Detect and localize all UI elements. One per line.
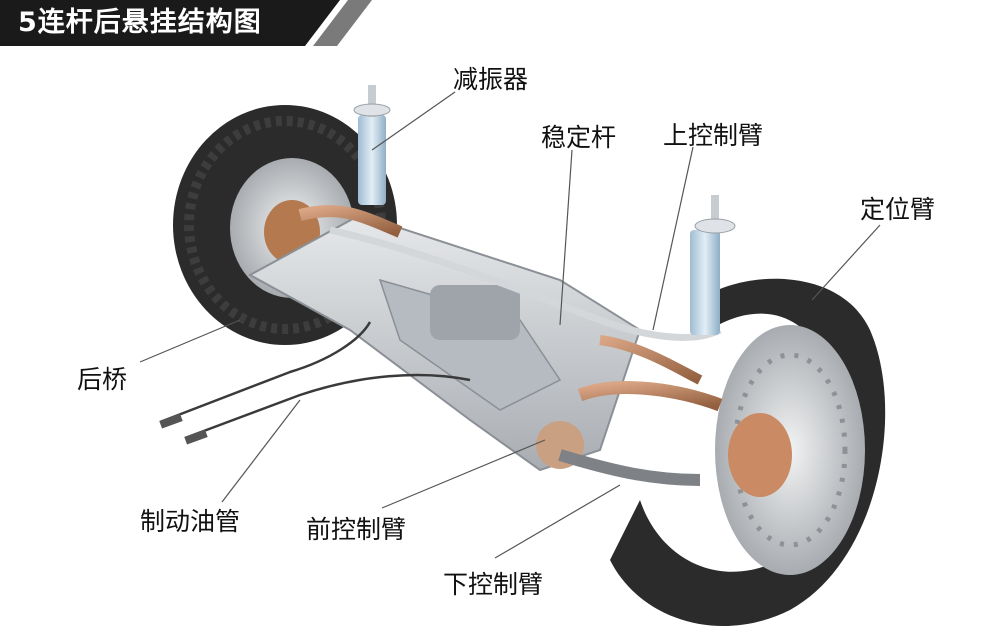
leader-trailing-arm	[811, 224, 881, 301]
control-arms	[298, 205, 723, 486]
label-upper-control-arm: 上控制臂	[663, 121, 764, 150]
label-stabilizer-bar: 稳定杆	[541, 123, 617, 152]
label-shock-absorber: 减振器	[453, 65, 529, 94]
label-lower-control-arm: 下控制臂	[443, 570, 544, 599]
label-brake-line: 制动油管	[140, 507, 241, 536]
rear-axle-subframe	[247, 213, 642, 472]
brake-lines	[159, 321, 471, 445]
right-shock-absorber	[690, 195, 736, 335]
leader-brake-line	[221, 399, 301, 503]
leader-front-control-arm	[381, 439, 546, 509]
leader-shock-absorber	[371, 91, 456, 151]
leader-lower-control-arm	[494, 484, 621, 559]
leader-rear-axle	[139, 319, 241, 363]
title-banner-shape	[0, 0, 372, 46]
left-shock-absorber	[353, 85, 391, 205]
leader-upper-control-arm	[652, 146, 694, 331]
leader-stabilizer-bar	[559, 149, 573, 326]
label-front-control-arm: 前控制臂	[306, 515, 407, 544]
page-title: 5连杆后悬挂结构图	[18, 7, 262, 38]
label-trailing-arm: 定位臂	[860, 195, 936, 224]
leader-lines	[139, 91, 881, 559]
label-rear-axle: 后桥	[77, 365, 128, 394]
title-banner: 5连杆后悬挂结构图	[0, 0, 380, 46]
right-wheel	[610, 278, 886, 626]
stabilizer-bar-shape	[329, 226, 722, 341]
